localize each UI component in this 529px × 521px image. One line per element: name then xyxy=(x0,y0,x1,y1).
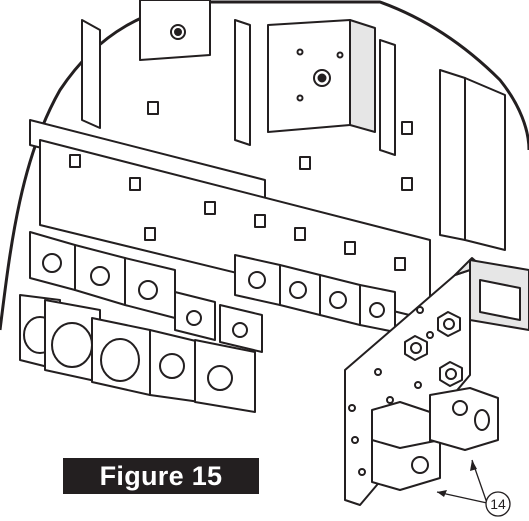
callout-circle xyxy=(485,491,511,517)
mechanical-lugs xyxy=(371,387,499,491)
lug-row-front xyxy=(19,291,263,413)
bus-slots xyxy=(69,101,413,271)
right-housing xyxy=(469,259,529,331)
callout-number: 14 xyxy=(490,496,506,512)
upper-block-left xyxy=(139,0,211,61)
figure-label: Figure 15 xyxy=(63,458,259,494)
callout-leaders xyxy=(436,459,488,504)
callout-arrowheads xyxy=(437,460,477,497)
lug-row-back xyxy=(29,231,396,333)
center-block xyxy=(267,19,376,133)
rear-frame xyxy=(81,19,506,251)
